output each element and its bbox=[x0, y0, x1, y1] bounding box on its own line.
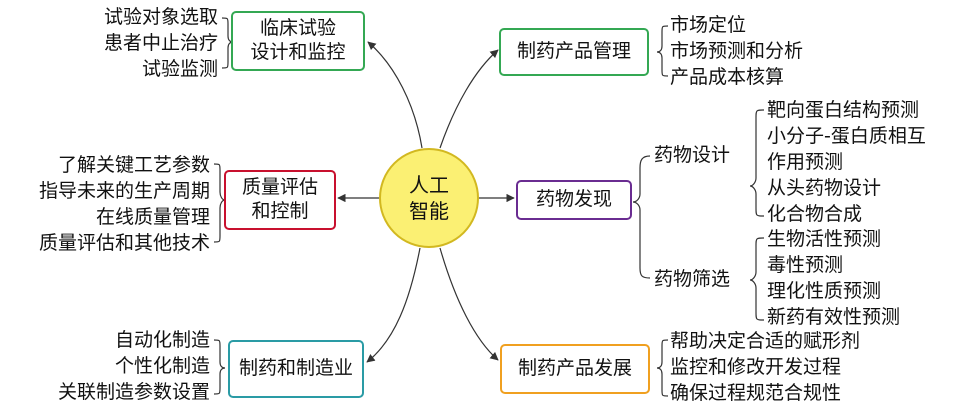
brace-develop bbox=[656, 339, 669, 397]
node-clinical-line2: 设计和监控 bbox=[250, 41, 346, 63]
quality-item-2: 指导未来的生产周期 bbox=[38, 180, 210, 202]
develop-item-3: 确保过程规范合规性 bbox=[670, 382, 842, 404]
node-product-development: 制药产品发展 bbox=[500, 344, 650, 394]
node-quality-line2: 和控制 bbox=[251, 200, 309, 222]
manage-item-2: 市场预测和分析 bbox=[670, 40, 804, 62]
arrow-to-clinical bbox=[367, 41, 423, 149]
clinical-item-1: 试验对象选取 bbox=[103, 6, 218, 28]
arrow-to-manage bbox=[439, 49, 499, 149]
screen-item-1: 生物活性预测 bbox=[767, 228, 882, 250]
brace-screen bbox=[749, 237, 765, 321]
brace-design bbox=[749, 109, 765, 217]
manage-item-3: 产品成本核算 bbox=[670, 66, 785, 88]
node-product-management: 制药产品管理 bbox=[499, 28, 649, 76]
node-quality-line1: 质量评估 bbox=[241, 176, 318, 199]
node-develop-label: 制药产品发展 bbox=[517, 357, 632, 380]
discovery-design-label: 药物设计 bbox=[654, 144, 731, 166]
manufacture-item-2: 个性化制造 bbox=[114, 355, 210, 377]
node-drug-discovery: 药物发现 bbox=[516, 180, 632, 220]
center-label: 人工智能 bbox=[409, 173, 449, 223]
node-quality: 质量评估 和控制 bbox=[224, 170, 336, 230]
screen-item-3: 理化性质预测 bbox=[767, 280, 882, 302]
screen-item-4: 新药有效性预测 bbox=[767, 306, 901, 328]
clinical-item-2: 患者中止治疗 bbox=[103, 32, 218, 54]
node-clinical-trial: 临床试验 设计和监控 bbox=[231, 11, 365, 71]
clinical-item-3: 试验监测 bbox=[141, 58, 218, 80]
node-discovery-label: 药物发现 bbox=[535, 188, 612, 211]
center-node-ai: 人工智能 bbox=[379, 148, 479, 248]
arrow-to-manufacture bbox=[366, 247, 421, 363]
node-clinical-line1: 临床试验 bbox=[259, 17, 336, 40]
develop-item-1: 帮助决定合适的赋形剂 bbox=[670, 330, 861, 352]
brace-manufacture bbox=[213, 339, 226, 395]
design-item-5: 化合物合成 bbox=[767, 203, 863, 225]
brace-manage bbox=[656, 25, 669, 77]
arrow-to-develop bbox=[439, 247, 499, 361]
node-manufacture-label: 制药和制造业 bbox=[238, 357, 353, 380]
develop-item-2: 监控和修改开发过程 bbox=[670, 356, 842, 378]
design-item-1: 靶向蛋白结构预测 bbox=[767, 99, 920, 121]
quality-item-1: 了解关键工艺参数 bbox=[57, 154, 210, 176]
screen-item-2: 毒性预测 bbox=[767, 254, 844, 276]
manufacture-item-1: 自动化制造 bbox=[114, 329, 210, 351]
design-item-3: 作用预测 bbox=[767, 151, 844, 173]
node-manage-label: 制药产品管理 bbox=[516, 40, 631, 63]
design-item-4: 从头药物设计 bbox=[767, 177, 882, 199]
brace-discovery bbox=[632, 155, 651, 279]
node-manufacture: 制药和制造业 bbox=[228, 340, 364, 398]
quality-item-3: 在线质量管理 bbox=[95, 206, 210, 228]
manufacture-item-3: 关联制造参数设置 bbox=[57, 381, 210, 403]
quality-item-4: 质量评估和其他技术 bbox=[38, 232, 210, 254]
manage-item-1: 市场定位 bbox=[670, 14, 747, 36]
design-item-2: 小分子-蛋白质相互 bbox=[767, 125, 926, 147]
discovery-screen-label: 药物筛选 bbox=[654, 268, 731, 290]
